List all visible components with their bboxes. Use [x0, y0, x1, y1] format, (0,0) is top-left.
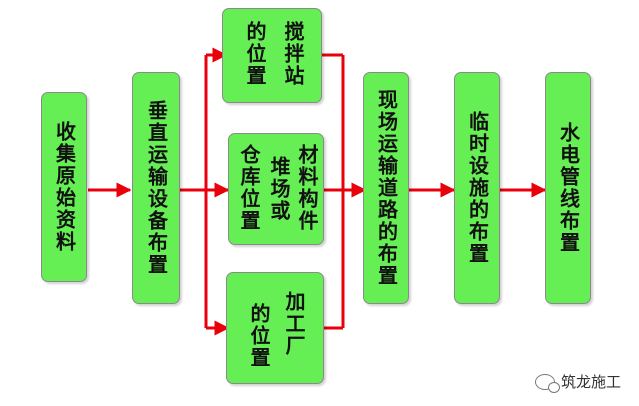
node-processing-plant-col1: 加工厂 [282, 291, 306, 357]
node-site-roads-label: 现场运输道路的布置 [374, 89, 399, 287]
node-utility-lines-label: 水电管线布置 [556, 122, 581, 254]
node-processing-plant-col2: 的位置 [247, 303, 271, 369]
node-mixing-station-col1: 搅拌站 [281, 21, 305, 87]
node-mixing-station-col2: 的位置 [243, 21, 267, 87]
watermark: 筑龙施工 [534, 371, 621, 393]
node-vertical-transport-label: 垂直运输设备布置 [144, 100, 169, 276]
node-collect-data-label: 收集原始资料 [52, 121, 77, 253]
node-material-yard-col1: 材料构件 [295, 144, 319, 232]
chat-bubble-icon [534, 373, 560, 393]
node-mixing-station: 搅拌站 的位置 [222, 8, 322, 103]
node-site-roads: 现场运输道路的布置 [363, 72, 409, 304]
node-utility-lines: 水电管线布置 [545, 72, 591, 304]
node-material-yard-col2: 堆场或 [267, 156, 291, 222]
node-vertical-transport: 垂直运输设备布置 [132, 72, 180, 304]
node-collect-data: 收集原始资料 [41, 92, 87, 282]
node-temporary-facilities-label: 临时设施的布置 [465, 111, 490, 265]
node-processing-plant: 加工厂 的位置 [226, 272, 324, 384]
node-temporary-facilities: 临时设施的布置 [454, 72, 500, 304]
watermark-text: 筑龙施工 [560, 373, 621, 391]
node-material-yard-col3: 仓库位置 [237, 144, 261, 232]
node-material-yard: 材料构件 堆场或 仓库位置 [228, 133, 324, 245]
